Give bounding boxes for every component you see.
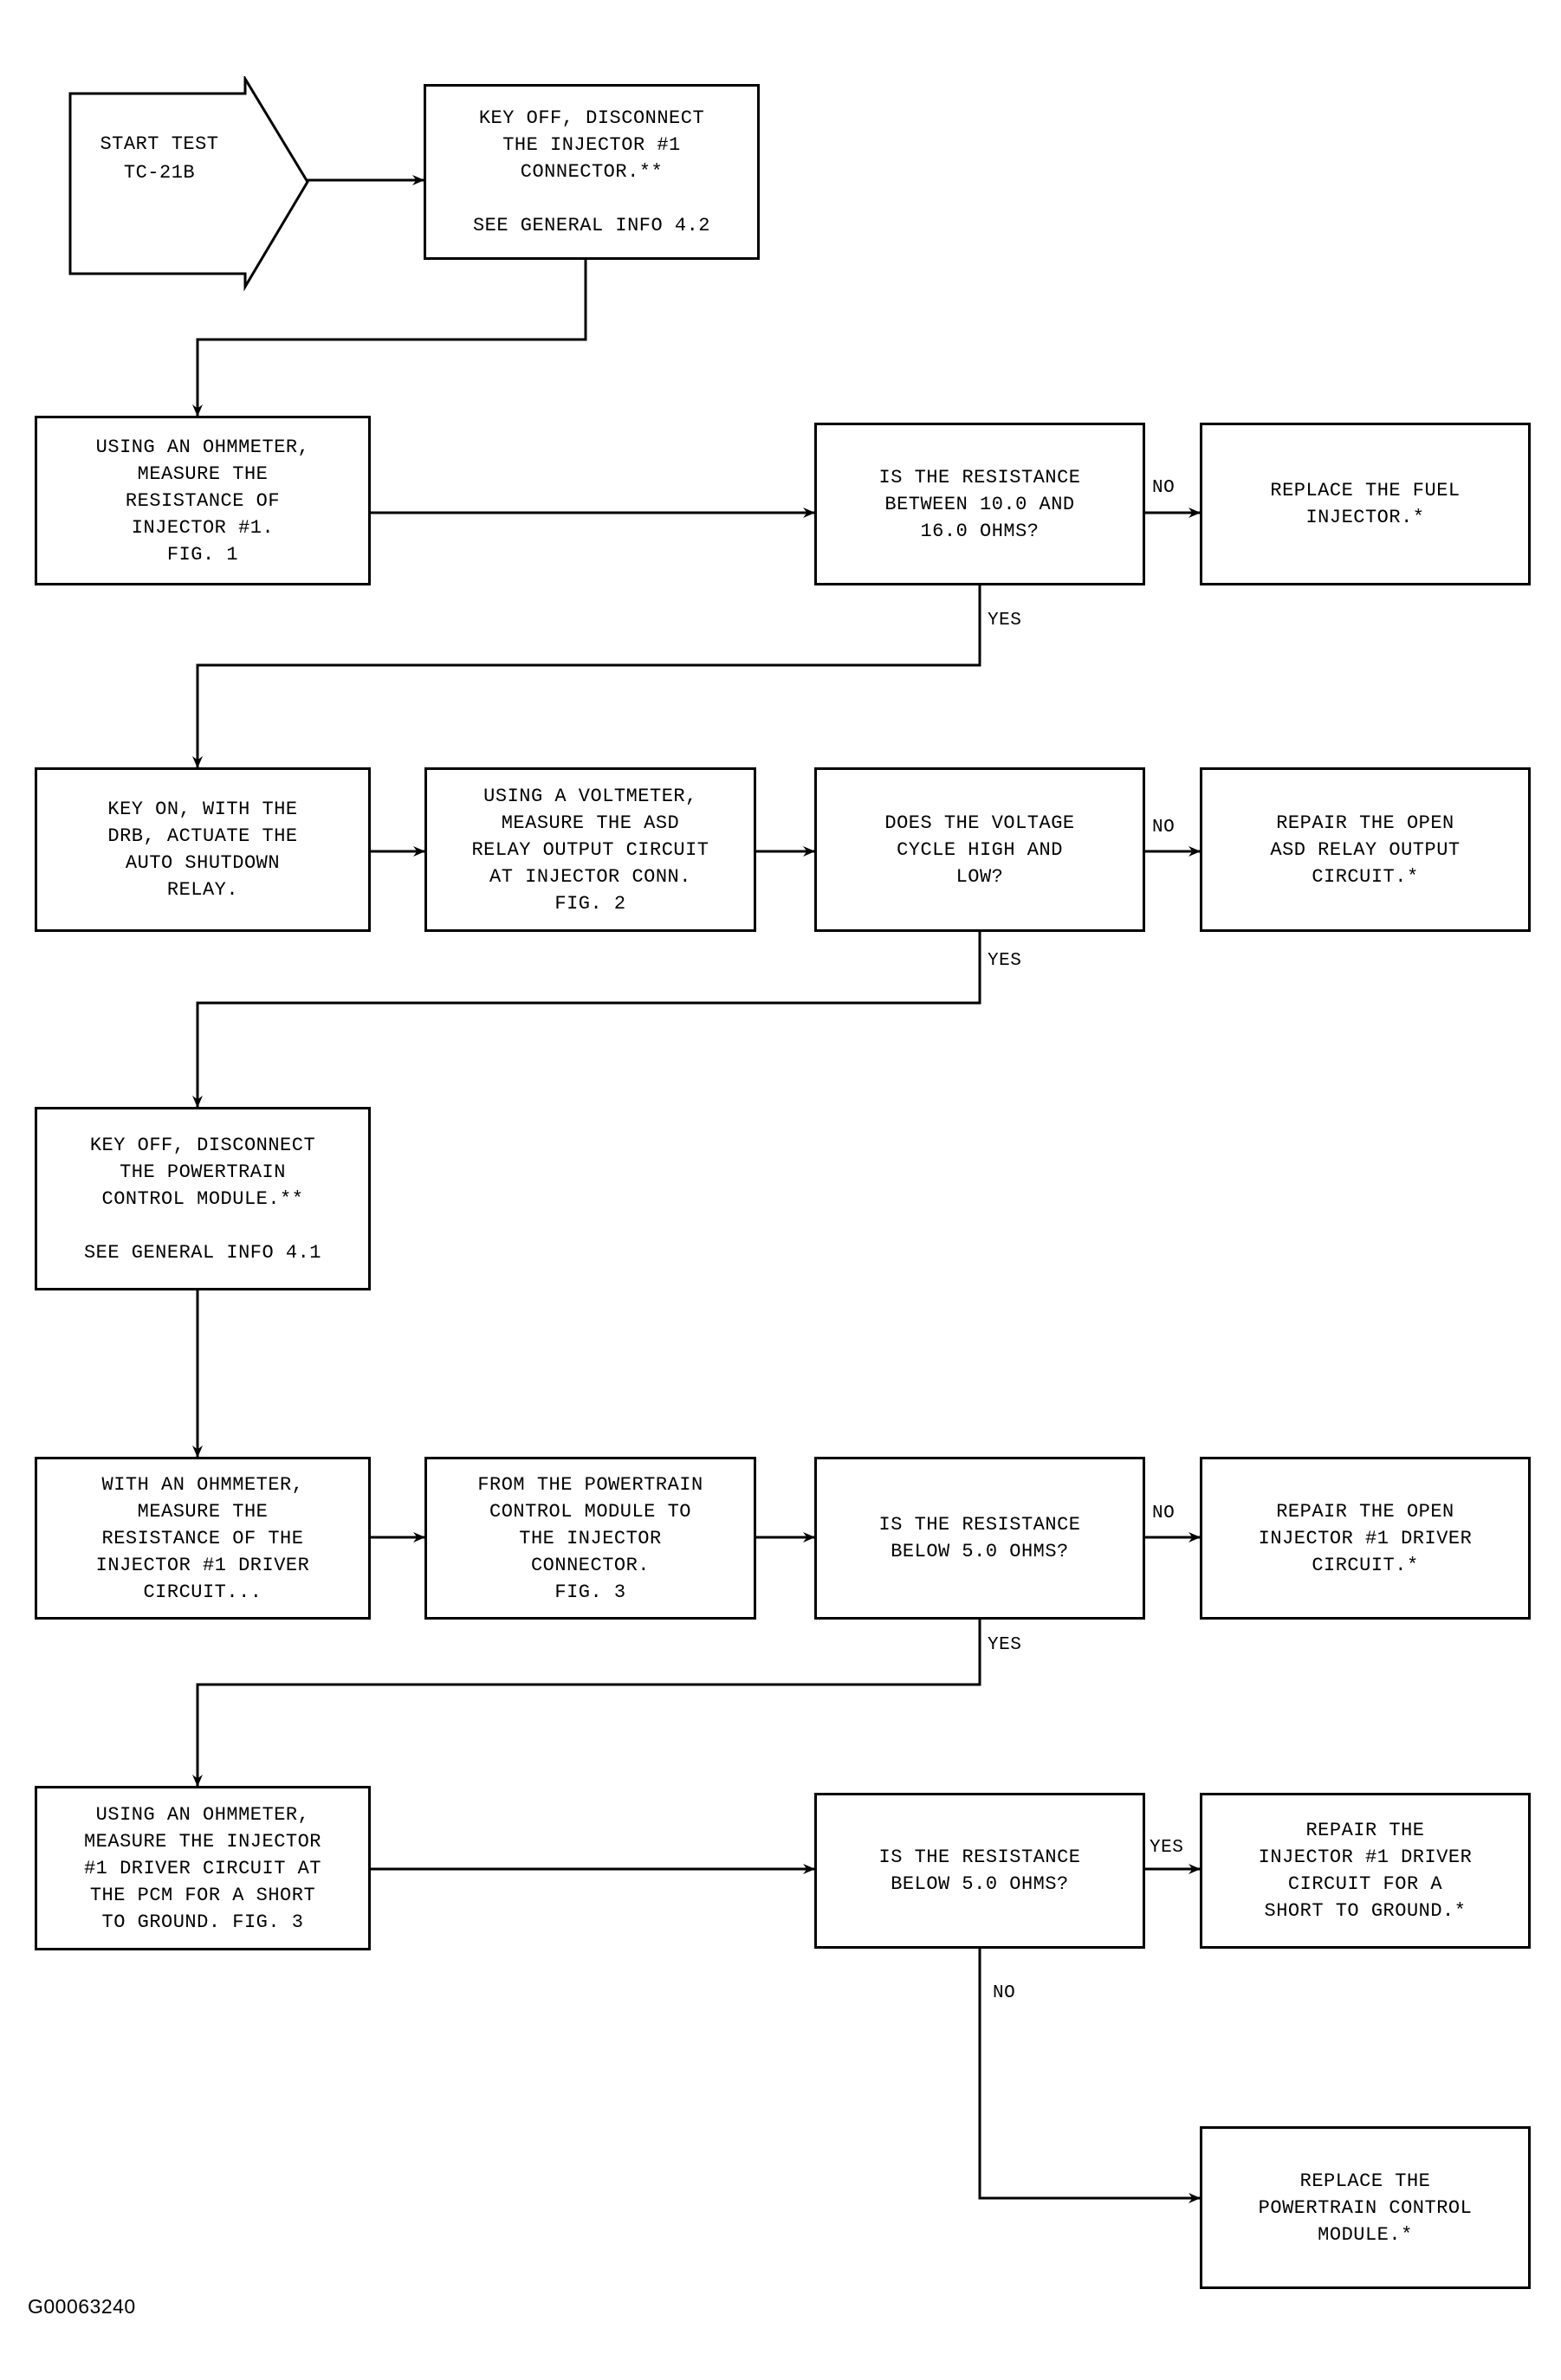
node-text: REPAIR THE INJECTOR #1 DRIVER CIRCUIT FO… (1258, 1820, 1473, 1922)
edge-n1-to-n2 (192, 260, 587, 417)
node-measure-injector-resistance[interactable]: USING AN OHMMETER, MEASURE THE RESISTANC… (35, 416, 371, 585)
edge-label-yes-2: YES (988, 951, 1022, 971)
node-decision-resistance-below-5-ohms-short[interactable]: IS THE RESISTANCE BELOW 5.0 OHMS? (814, 1793, 1145, 1949)
node-text: USING AN OHMMETER, MEASURE THE RESISTANC… (95, 436, 310, 566)
node-text: IS THE RESISTANCE BELOW 5.0 OHMS? (878, 1846, 1081, 1895)
start-terminator-shape (68, 74, 310, 293)
edge-n3-to-n5 (192, 585, 981, 768)
node-text: KEY ON, WITH THE DRB, ACTUATE THE AUTO S… (107, 799, 298, 901)
node-repair-open-injector-driver-circuit[interactable]: REPAIR THE OPEN INJECTOR #1 DRIVER CIRCU… (1200, 1457, 1531, 1620)
edge-n12-to-n14 (192, 1613, 981, 1787)
node-text: REPLACE THE POWERTRAIN CONTROL MODULE.* (1258, 2170, 1473, 2246)
node-key-off-disconnect-injector[interactable]: KEY OFF, DISCONNECT THE INJECTOR #1 CONN… (424, 84, 760, 260)
node-text: REPLACE THE FUEL INJECTOR.* (1270, 480, 1461, 528)
node-text: IS THE RESISTANCE BETWEEN 10.0 AND 16.0 … (878, 466, 1081, 542)
start-label: START TEST TC-21B (100, 133, 219, 184)
node-text: IS THE RESISTANCE BELOW 5.0 OHMS? (878, 1514, 1081, 1562)
edge-label-yes-3: YES (988, 1635, 1022, 1655)
node-from-pcm-to-injector-connector[interactable]: FROM THE POWERTRAIN CONTROL MODULE TO TH… (424, 1457, 756, 1620)
node-text: KEY OFF, DISCONNECT THE INJECTOR #1 CONN… (472, 107, 711, 236)
node-measure-injector-driver-circuit[interactable]: WITH AN OHMMETER, MEASURE THE RESISTANCE… (35, 1457, 371, 1620)
edge-label-no-3: NO (1152, 1504, 1176, 1523)
node-measure-asd-relay-output[interactable]: USING A VOLTMETER, MEASURE THE ASD RELAY… (424, 767, 756, 932)
edge-label-no-2: NO (1152, 818, 1176, 838)
edge-label-yes-1: YES (988, 611, 1022, 631)
node-text: WITH AN OHMMETER, MEASURE THE RESISTANCE… (95, 1473, 310, 1603)
node-repair-driver-circuit-short-to-ground[interactable]: REPAIR THE INJECTOR #1 DRIVER CIRCUIT FO… (1200, 1793, 1531, 1949)
edge-n7-to-n9 (192, 931, 981, 1108)
document-figure-id: G00063240 (28, 2295, 136, 2318)
node-text: REPAIR THE OPEN INJECTOR #1 DRIVER CIRCU… (1258, 1500, 1473, 1576)
node-decision-resistance-10-16-ohms[interactable]: IS THE RESISTANCE BETWEEN 10.0 AND 16.0 … (814, 423, 1145, 585)
node-decision-voltage-cycle[interactable]: DOES THE VOLTAGE CYCLE HIGH AND LOW? (814, 767, 1145, 932)
node-text: REPAIR THE OPEN ASD RELAY OUTPUT CIRCUIT… (1270, 812, 1461, 888)
node-replace-powertrain-control-module[interactable]: REPLACE THE POWERTRAIN CONTROL MODULE.* (1200, 2126, 1531, 2289)
node-replace-fuel-injector[interactable]: REPLACE THE FUEL INJECTOR.* (1200, 423, 1531, 585)
edge-n15-to-n17 (978, 1949, 1201, 2203)
edge-label-yes-4: YES (1150, 1838, 1184, 1858)
node-text: USING AN OHMMETER, MEASURE THE INJECTOR … (83, 1803, 322, 1933)
node-text: KEY OFF, DISCONNECT THE POWERTRAIN CONTR… (83, 1134, 322, 1264)
node-text: USING A VOLTMETER, MEASURE THE ASD RELAY… (471, 785, 709, 915)
node-text: FROM THE POWERTRAIN CONTROL MODULE TO TH… (477, 1473, 703, 1603)
node-key-on-actuate-asd-relay[interactable]: KEY ON, WITH THE DRB, ACTUATE THE AUTO S… (35, 767, 371, 932)
node-decision-resistance-below-5-ohms-open[interactable]: IS THE RESISTANCE BELOW 5.0 OHMS? (814, 1457, 1145, 1620)
edge-label-no-1: NO (1152, 478, 1176, 498)
node-key-off-disconnect-pcm[interactable]: KEY OFF, DISCONNECT THE POWERTRAIN CONTR… (35, 1107, 371, 1290)
edge-label-no-4: NO (993, 1983, 1016, 2003)
node-repair-open-asd-relay-circuit[interactable]: REPAIR THE OPEN ASD RELAY OUTPUT CIRCUIT… (1200, 767, 1531, 932)
node-measure-driver-circuit-short-to-ground[interactable]: USING AN OHMMETER, MEASURE THE INJECTOR … (35, 1786, 371, 1950)
node-text: DOES THE VOLTAGE CYCLE HIGH AND LOW? (884, 812, 1075, 888)
